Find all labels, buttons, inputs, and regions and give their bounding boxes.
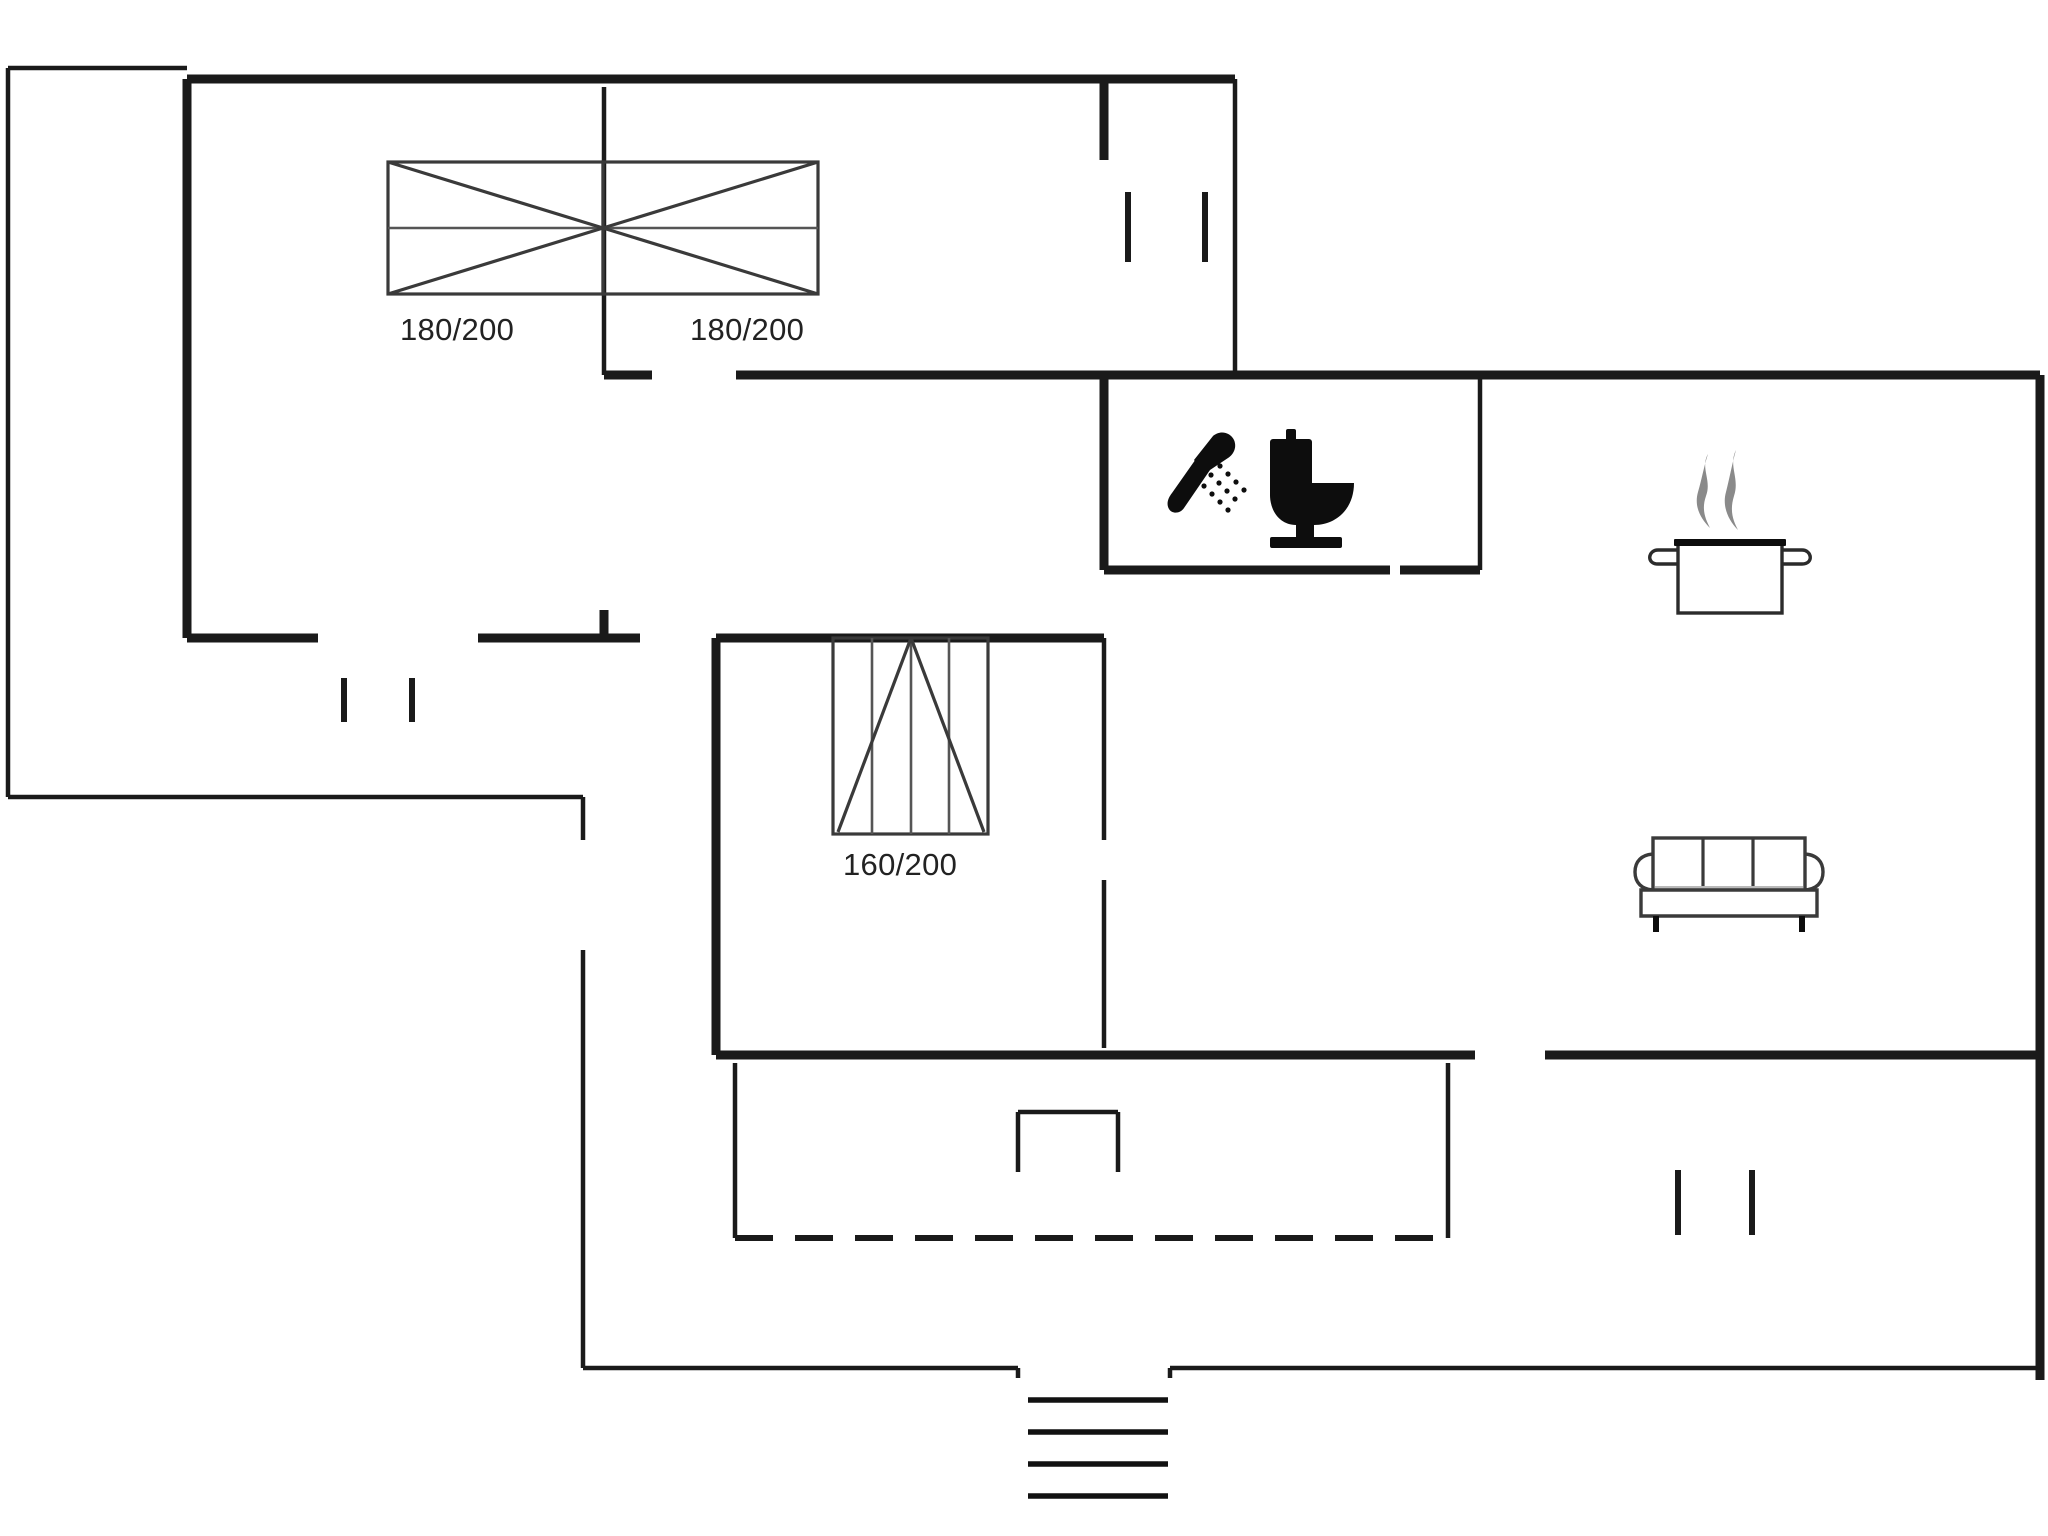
exterior-wall-south [580,950,2040,1378]
bed-label-180-right: 180/200 [690,312,804,347]
bed-label-160-center: 160/200 [843,847,957,882]
bed-symbol-180-left [386,160,605,296]
exterior-outline-left-wing [5,65,586,840]
terrace-outline [732,1063,1451,1241]
room-bathroom [1099,370,2040,575]
door-mark-left-wing [341,678,415,722]
shower-icon [1167,432,1247,513]
exterior-wall-north [187,74,1235,160]
toilet-icon [1270,429,1354,548]
room-bedroom-center [711,633,2040,1060]
entrance-steps-icon [1028,1397,1168,1499]
door-mark-living-room [1675,1170,1755,1235]
bed-symbol-180-right [601,160,820,296]
wall-corridor [736,79,1238,380]
sofa-icon [1633,836,1825,932]
bed-symbol-160 [831,636,990,836]
door-mark-upper-right [1125,192,1208,262]
cabinet-symbol [1015,1109,1121,1172]
bed-label-180-left: 180/200 [400,312,514,347]
cooking-pot-icon [1648,450,1812,615]
